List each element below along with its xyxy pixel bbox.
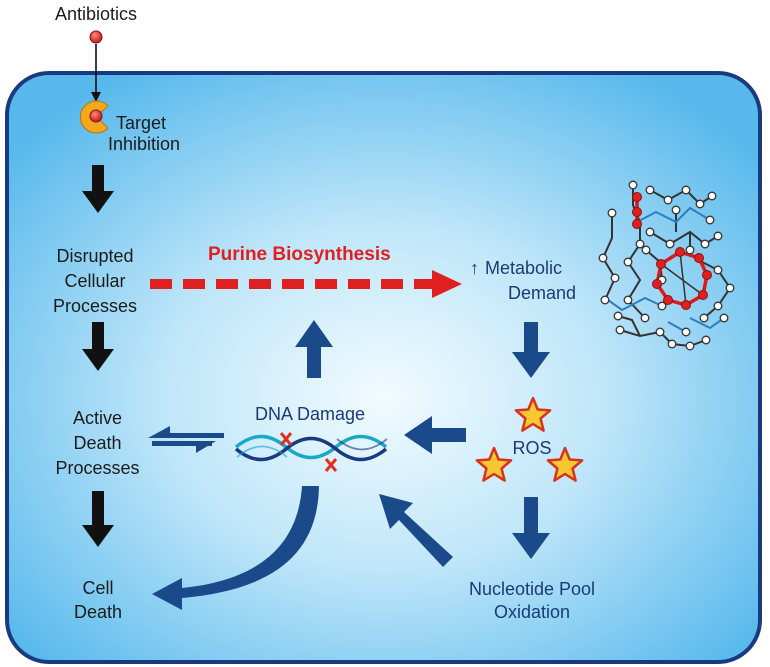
cell-death-line-1: Cell	[82, 578, 114, 598]
metabolic-line-2: Demand	[508, 283, 577, 304]
antibiotic-molecule-icon	[89, 30, 103, 102]
arrow-nucleotide-to-dna	[379, 494, 453, 567]
ros-star-icon	[546, 446, 584, 482]
target-inhibition-line-1: Target	[116, 113, 167, 133]
metabolic-network-icon	[598, 180, 735, 351]
arrow-metabolic-to-ros	[512, 322, 550, 378]
purine-biosynthesis-arrow	[150, 270, 462, 298]
nucleotide-line-2: Oxidation	[493, 602, 571, 623]
antibiotics-label: Antibiotics	[54, 4, 138, 24]
active-line-3: Processes	[55, 458, 140, 479]
active-death-processes-label: Active Death Processes	[40, 406, 155, 482]
target-inhibition-line-2: Inhibition	[108, 133, 181, 154]
cell-membrane	[5, 71, 762, 664]
ros-star-icon	[475, 446, 513, 482]
dna-damage-label: DNA Damage	[254, 404, 366, 424]
disrupted-line-3: Processes	[52, 296, 138, 317]
arrow-ros-to-nucleotide	[512, 497, 550, 559]
increase-arrow-icon: ↑	[470, 258, 479, 278]
disrupted-line-1: Disrupted	[56, 246, 134, 266]
arrow-target-to-disrupted	[82, 165, 114, 213]
cell-death-line-2: Death	[73, 602, 123, 623]
purine-biosynthesis-label: Purine Biosynthesis	[208, 244, 391, 265]
arrow-disrupted-to-active	[82, 322, 114, 371]
active-line-2: Death	[73, 433, 122, 454]
disrupted-line-2: Cellular	[64, 271, 126, 292]
ros-label: ROS	[512, 438, 552, 458]
dna-lesion-icon	[324, 458, 338, 472]
cell-death-label: Cell Death	[58, 576, 138, 625]
dna-lesion-icon	[279, 432, 293, 446]
nucleotide-line-1: Nucleotide Pool	[468, 579, 596, 599]
metabolic-demand-label: ↑ Metabolic Demand	[470, 256, 600, 306]
arrow-dna-to-cell-death	[152, 486, 319, 610]
disrupted-cellular-processes-label: Disrupted Cellular Processes	[30, 244, 160, 320]
nucleotide-pool-oxidation-label: Nucleotide Pool Oxidation	[442, 578, 622, 625]
active-line-1: Active	[72, 408, 123, 428]
equilibrium-arrows	[148, 426, 224, 453]
target-protein-icon	[79, 100, 109, 134]
arrow-dna-to-disrupted	[295, 320, 333, 378]
arrow-ros-to-dna	[404, 416, 466, 454]
metabolic-line-1: Metabolic	[485, 258, 563, 278]
target-inhibition-label: Target Inhibition	[108, 113, 188, 154]
dna-helix-icon	[234, 432, 388, 472]
ros-star-icon	[514, 396, 552, 432]
arrow-active-to-death	[82, 491, 114, 547]
